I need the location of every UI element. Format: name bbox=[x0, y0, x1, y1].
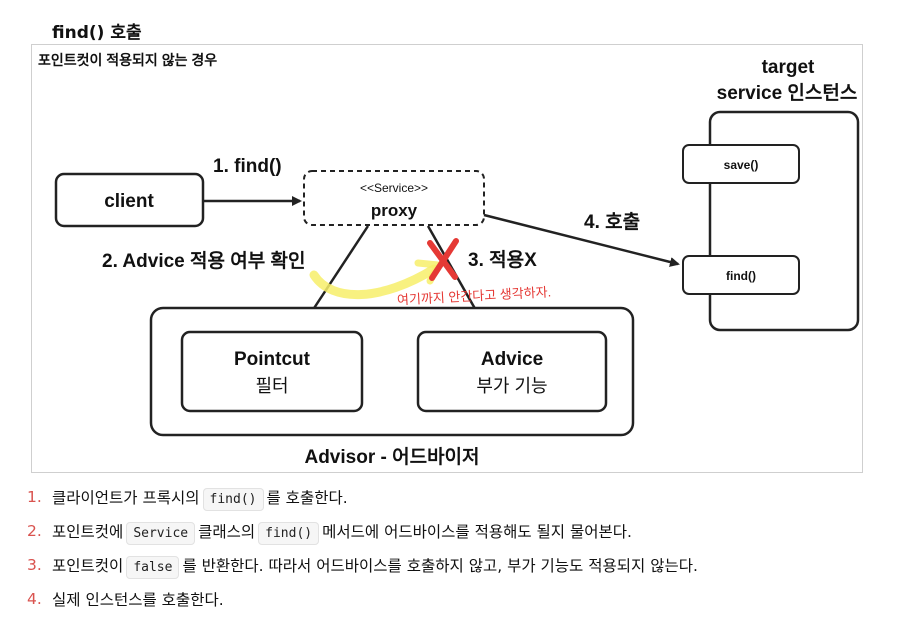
find-method-label: find() bbox=[726, 269, 756, 283]
step1-label: 1. find() bbox=[213, 156, 282, 177]
page-heading: find() 호출 bbox=[52, 23, 142, 43]
handwritten-note: 여기까지 안간다고 생각하자. bbox=[397, 284, 552, 307]
list-item-text: 실제 인스턴스를 호출한다. bbox=[52, 588, 224, 610]
pointcut-title: Pointcut bbox=[234, 349, 311, 370]
list-item-text-part: 포인트컷이 bbox=[52, 557, 124, 575]
proxy-label: proxy bbox=[371, 201, 418, 220]
client-label: client bbox=[104, 191, 154, 212]
list-item-text-part: 실제 인스턴스를 호출한다. bbox=[52, 591, 224, 609]
list-item: 4. 실제 인스턴스를 호출한다. bbox=[27, 582, 897, 616]
inline-code: false bbox=[126, 556, 180, 579]
pointcut-box bbox=[180, 330, 364, 413]
save-method-box bbox=[682, 144, 800, 184]
advice-title: Advice bbox=[481, 349, 543, 370]
pointcut-subtitle: 필터 bbox=[255, 376, 288, 396]
diagram-frame: 포인트컷이 적용되지 않는 경우 target service 인스턴스 sav… bbox=[31, 44, 863, 473]
inline-code: find() bbox=[202, 488, 264, 511]
diagram-caption: 포인트컷이 적용되지 않는 경우 bbox=[38, 52, 217, 68]
list-item-text-part: 클라이언트가 프록시의 bbox=[52, 489, 200, 507]
inline-code: find() bbox=[258, 522, 320, 545]
advice-box bbox=[416, 330, 608, 413]
list-item-number: 4. bbox=[27, 590, 42, 608]
advisor-label: Advisor - 어드바이저 bbox=[304, 446, 479, 468]
list-item-text-part: 포인트컷에 bbox=[52, 523, 124, 541]
step2-label: 2. Advice 적용 여부 확인 bbox=[102, 249, 305, 272]
diagram-canvas: 포인트컷이 적용되지 않는 경우 target service 인스턴스 sav… bbox=[38, 52, 860, 468]
inline-code: Service bbox=[126, 522, 196, 545]
list-item-text-part: 메서드에 어드바이스를 적용해도 될지 물어본다. bbox=[322, 523, 632, 541]
find-method-box bbox=[682, 255, 800, 295]
highlighter-stroke bbox=[309, 264, 439, 300]
list-item-number: 2. bbox=[27, 522, 42, 540]
list-item-text-part: 를 반환한다. 따라서 어드바이스를 호출하지 않고, 부가 기능도 적용되지 … bbox=[182, 557, 698, 575]
proxy-stereotype: <<Service>> bbox=[360, 181, 428, 195]
list-item-number: 3. bbox=[27, 556, 42, 574]
save-method-label: save() bbox=[724, 158, 759, 172]
blocked-cross-icon bbox=[427, 238, 459, 281]
advice-subtitle: 부가 기능 bbox=[476, 376, 547, 396]
step3-label: 3. 적용X bbox=[468, 249, 537, 271]
arrow-target-call bbox=[483, 213, 680, 267]
step4-label: 4. 호출 bbox=[584, 211, 640, 233]
list-item-text-part: 를 호출한다. bbox=[266, 489, 348, 507]
proxy-box bbox=[303, 170, 485, 226]
target-label-1: target bbox=[762, 57, 815, 78]
list-item-text-part: 클래스의 bbox=[198, 523, 256, 541]
target-label-2: service 인스턴스 bbox=[717, 82, 858, 104]
list-item-number: 1. bbox=[27, 488, 42, 506]
